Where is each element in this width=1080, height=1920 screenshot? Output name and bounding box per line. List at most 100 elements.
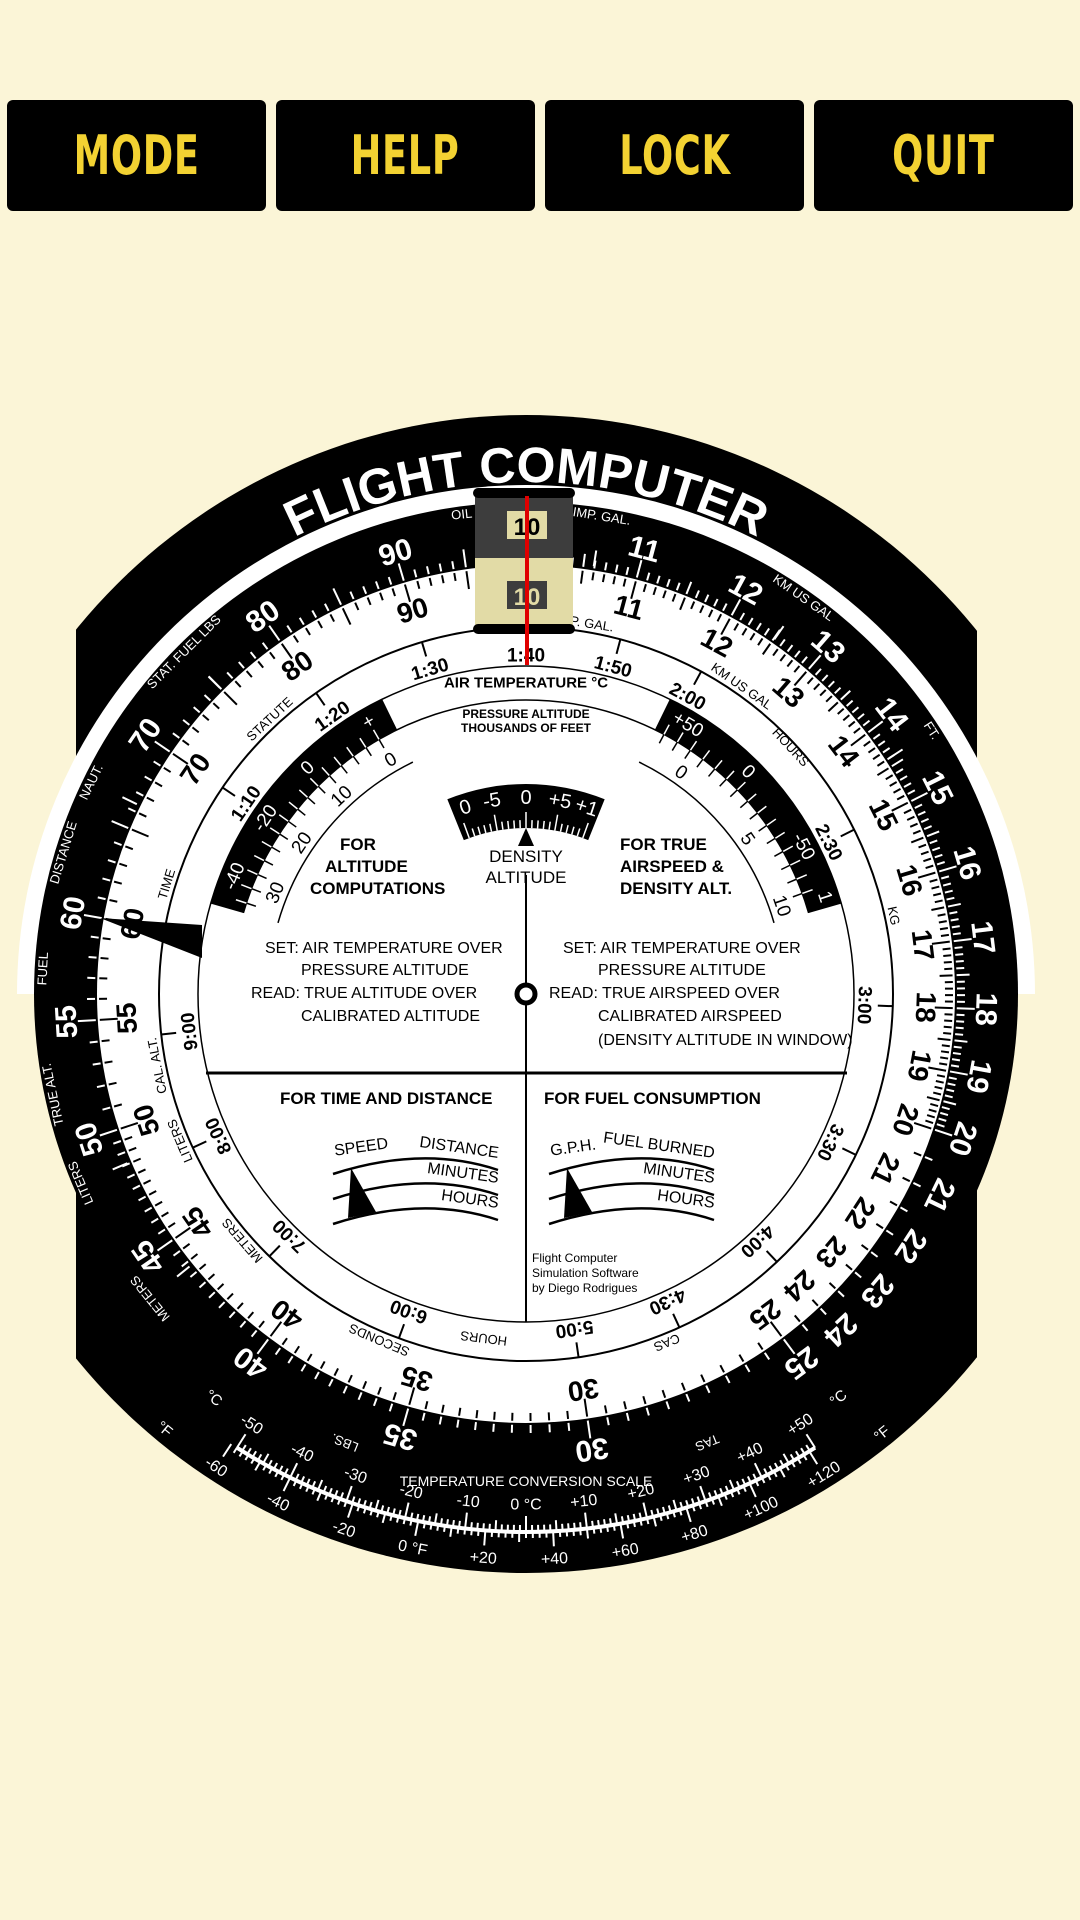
celsius-tick <box>779 1459 785 1467</box>
lock-button[interactable]: LOCK <box>545 100 804 211</box>
credit-line: Simulation Software <box>532 1266 639 1280</box>
outer-tick <box>705 1385 711 1394</box>
band-tick <box>714 759 723 770</box>
band-tick <box>278 814 289 822</box>
center-pivot-icon[interactable] <box>514 982 538 1006</box>
inner-tick <box>720 618 731 636</box>
outer-tick <box>917 810 926 816</box>
celsius-tick <box>482 1523 485 1531</box>
outer-tick <box>567 1422 571 1431</box>
inner-tick <box>860 1244 869 1251</box>
density-window-label: 0 <box>520 787 531 809</box>
celsius-tick <box>591 1520 594 1528</box>
band-tick <box>796 874 808 880</box>
outer-tick <box>181 1260 189 1268</box>
fahrenheit-tick <box>330 1496 335 1503</box>
outer-tick <box>132 1184 141 1191</box>
band-tick <box>702 749 711 760</box>
outer-tick <box>920 817 929 823</box>
inner-tick <box>925 864 934 869</box>
inner-tick <box>828 1282 836 1290</box>
fahrenheit-tick <box>599 1526 603 1533</box>
band-tick <box>749 812 759 820</box>
outer-tick <box>135 791 144 797</box>
fahrenheit-tick <box>612 1524 616 1531</box>
window-top-frame <box>473 488 575 498</box>
band-tick <box>719 778 728 787</box>
density-tick <box>513 820 516 829</box>
fahrenheit-tick <box>665 1512 670 1520</box>
outer-tick <box>801 1324 809 1332</box>
celsius-tick <box>267 1459 273 1467</box>
celsius-tick <box>741 1478 747 1486</box>
celsius-tick <box>368 1501 373 1510</box>
inner-tick <box>891 801 909 812</box>
help-button[interactable]: HELP <box>276 100 535 211</box>
celsius-tick <box>241 1444 247 1452</box>
outer-tick <box>99 1128 118 1137</box>
time-tick <box>841 1147 857 1156</box>
celsius-tick <box>707 1492 713 1500</box>
density-tick <box>483 824 487 834</box>
outer-tick <box>274 1347 281 1356</box>
inner-tick <box>679 597 686 611</box>
outer-tick <box>944 889 953 894</box>
inner-tick <box>202 714 210 721</box>
inner-tick <box>566 1410 570 1420</box>
outer-tick <box>126 1173 136 1179</box>
inner-tick <box>931 906 945 911</box>
celsius-tick <box>374 1499 380 1511</box>
celsius-tick <box>289 1462 299 1478</box>
density-window-label: -5 <box>481 789 502 814</box>
celsius-label: +20 <box>626 1481 656 1504</box>
inner-tick <box>269 651 276 660</box>
fahrenheit-tick <box>343 1500 348 1508</box>
mode-button[interactable]: MODE <box>7 100 266 211</box>
outer-tick <box>456 1419 460 1428</box>
band-tick <box>365 747 372 757</box>
outer-tick <box>821 674 829 682</box>
outer-tick <box>944 1094 953 1099</box>
outer-tick <box>349 591 355 600</box>
celsius-tick <box>464 1512 468 1529</box>
inner-tick <box>257 660 264 669</box>
fahrenheit-tick <box>456 1527 460 1534</box>
band-tick <box>340 765 348 774</box>
quit-label: QUIT <box>892 124 995 187</box>
credit-line: by Diego Rodrigues <box>532 1281 637 1295</box>
inner-tick <box>923 857 932 863</box>
left-instruction-line: PRESSURE ALTITUDE <box>301 962 469 979</box>
quit-button[interactable]: QUIT <box>814 100 1073 211</box>
pointer-arrow-icon <box>122 796 138 806</box>
outer-tick <box>755 622 762 631</box>
inner-tick <box>591 572 595 581</box>
celsius-tick <box>699 1485 707 1502</box>
outer-tick <box>582 553 586 567</box>
inner-tick <box>926 1114 936 1119</box>
outer-tick <box>604 562 608 571</box>
inner-tick <box>909 822 918 828</box>
outer-tick <box>885 1229 894 1236</box>
inner-tick <box>700 1374 706 1383</box>
inner-tick <box>630 581 637 600</box>
outer-tick <box>90 935 99 939</box>
outer-tick <box>955 1033 964 1036</box>
outer-tick <box>938 1117 947 1122</box>
time-distance-scale-curve <box>332 1207 499 1226</box>
outer-tick <box>311 610 318 619</box>
outer-tick <box>845 699 854 707</box>
right-heading: DENSITY ALT. <box>620 879 732 898</box>
inner-tick <box>943 1025 952 1029</box>
density-window-label: +5 <box>547 788 573 814</box>
outer-tick <box>932 846 941 852</box>
density-tick <box>536 820 539 829</box>
band-tick <box>346 746 354 757</box>
celsius-tick <box>236 1433 247 1449</box>
celsius-tick <box>679 1501 684 1510</box>
fuel-index-icon <box>564 1168 592 1218</box>
band-tick <box>309 777 319 787</box>
outer-tick <box>666 578 671 588</box>
inner-tick <box>119 862 128 868</box>
band-tick <box>782 845 794 853</box>
